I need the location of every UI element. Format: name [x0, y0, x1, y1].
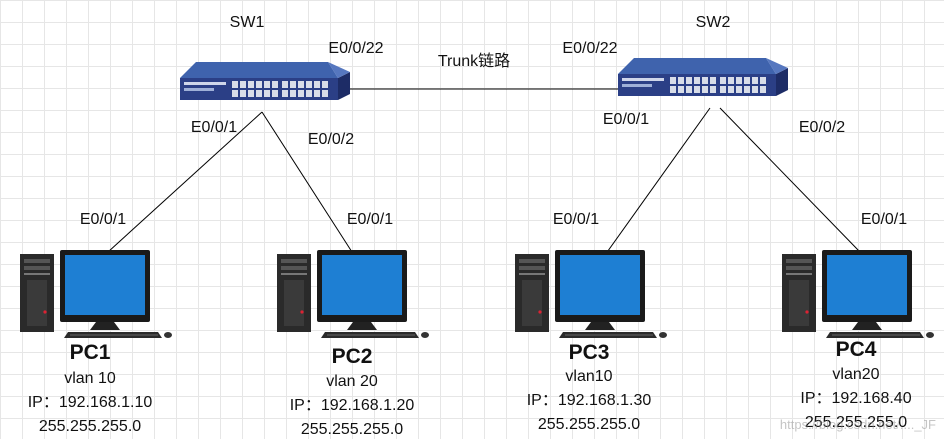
pc4-port: E0/0/1	[860, 211, 908, 228]
pc3-mask: 255.255.255.0	[537, 416, 641, 433]
sw1-name: SW1	[229, 14, 265, 31]
link-sw1-pc1	[107, 111, 263, 253]
sw2-uplink-port: E0/0/22	[562, 40, 618, 57]
pc1-port: E0/0/1	[79, 211, 127, 228]
sw2-name: SW2	[695, 14, 731, 31]
pc2-vlan: vlan 20	[326, 373, 378, 390]
pc3-ip: IP：192.168.1.30	[526, 392, 652, 409]
pc4-icon	[781, 249, 935, 339]
watermark: https://blog.csdn.net/...._JF	[779, 417, 936, 432]
pc2-port: E0/0/1	[346, 211, 394, 228]
link-sw2-pc4	[719, 107, 861, 253]
pc4-name: PC4	[835, 338, 877, 361]
pc3-name: PC3	[568, 341, 610, 364]
pc1-vlan: vlan 10	[64, 370, 116, 387]
pc2-mask: 255.255.255.0	[300, 421, 404, 438]
sw1-uplink-port: E0/0/22	[328, 40, 384, 57]
pc4-ip: IP：192.168.40	[800, 390, 912, 407]
switch-sw2	[618, 58, 788, 96]
pc2-name: PC2	[331, 345, 373, 368]
sw2-port-2: E0/0/2	[798, 119, 846, 136]
pc2-ip: IP：192.168.1.20	[289, 397, 415, 414]
pc3-port: E0/0/1	[552, 211, 600, 228]
link-sw1-pc2	[261, 111, 353, 253]
pc4-mask: 255.255.255.0	[804, 414, 908, 431]
switch-sw1	[180, 62, 350, 100]
pc2-icon	[276, 249, 430, 339]
sw1-port-1: E0/0/1	[190, 119, 238, 136]
sw1-port-2: E0/0/2	[307, 131, 355, 148]
sw2-port-1: E0/0/1	[602, 111, 650, 128]
link-sw2-pc3	[604, 107, 711, 256]
pc1-icon	[19, 249, 173, 339]
pc1-ip: IP：192.168.1.10	[27, 394, 153, 411]
trunk-label: Trunk链路	[437, 53, 511, 70]
pc4-vlan: vlan20	[832, 366, 880, 383]
pc1-name: PC1	[69, 341, 111, 364]
pc1-mask: 255.255.255.0	[38, 418, 142, 435]
pc3-vlan: vlan10	[565, 368, 613, 385]
pc3-icon	[514, 249, 668, 339]
